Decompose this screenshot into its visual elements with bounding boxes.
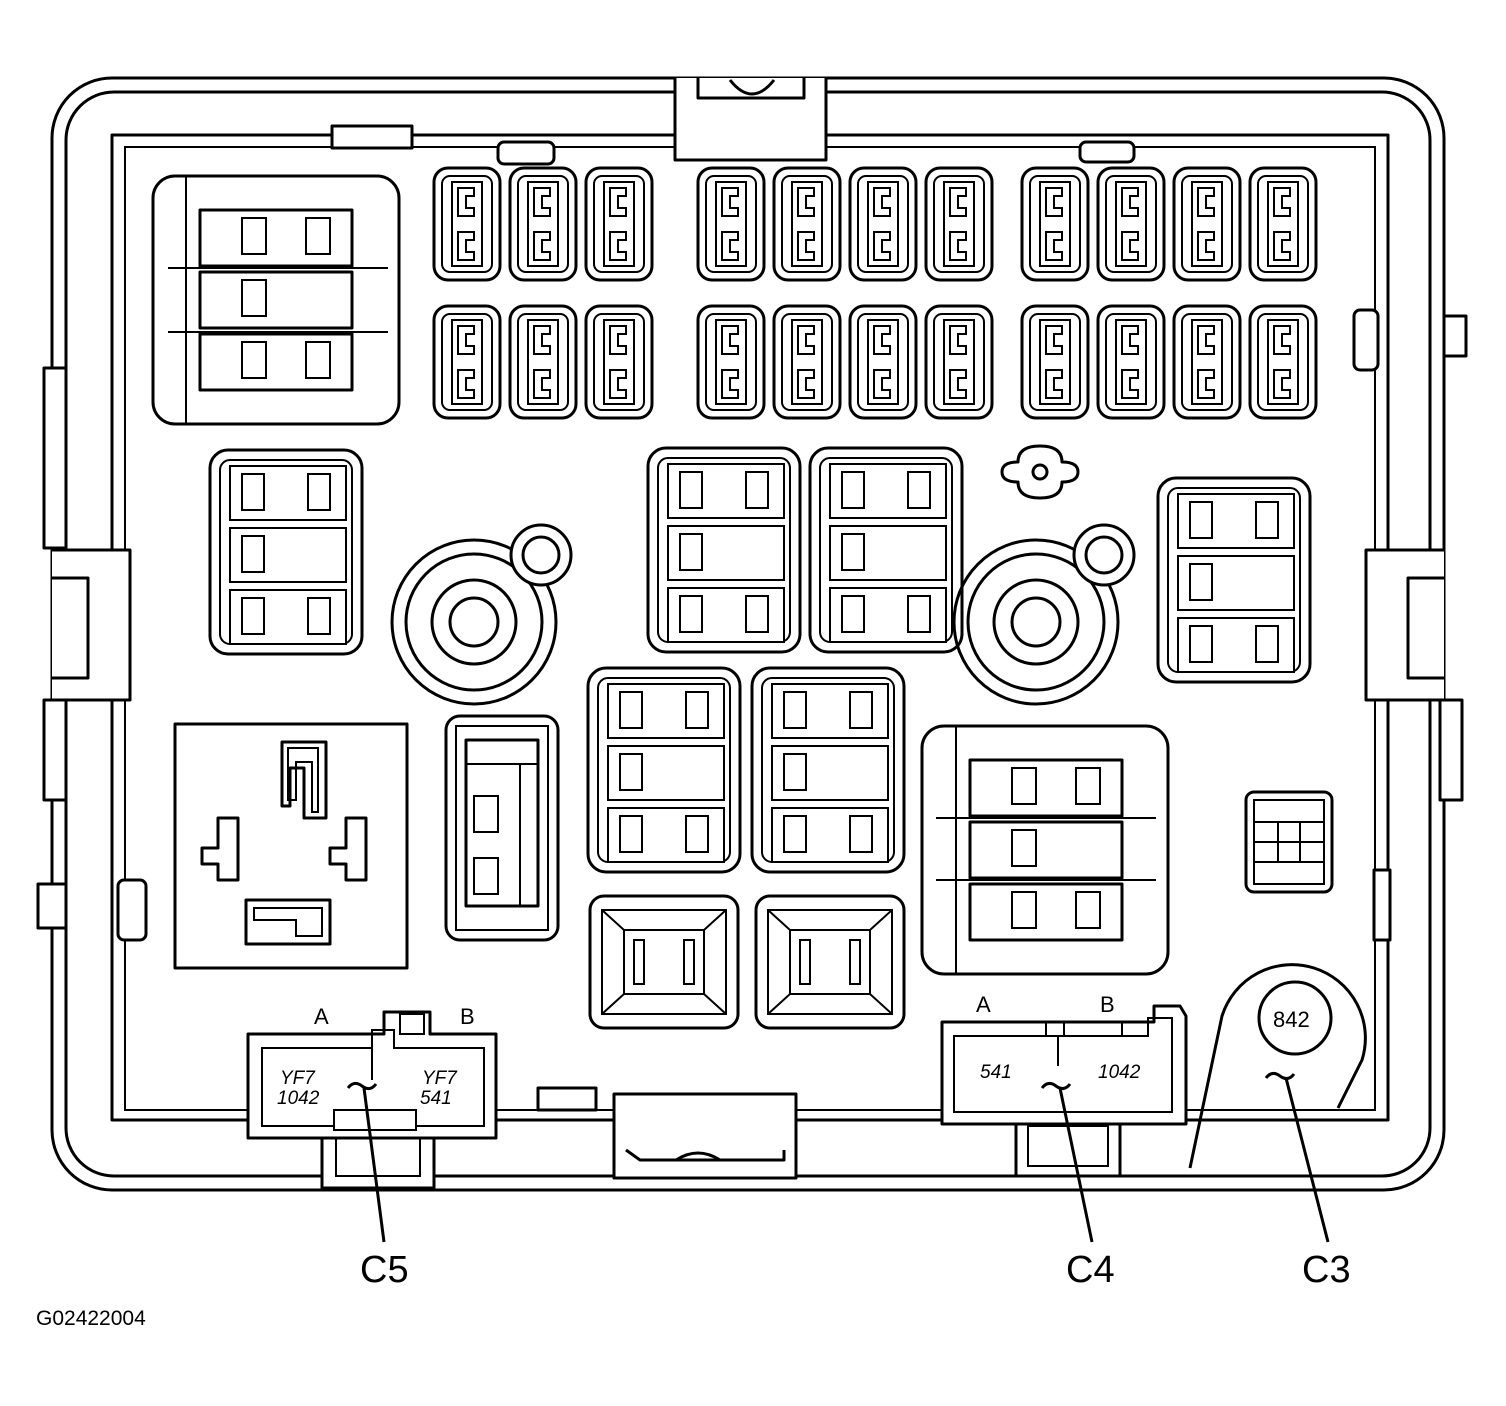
c5-wire-b-circuit: 541 (420, 1088, 452, 1109)
mini-relay-group (208, 446, 1312, 874)
alignment-post (1000, 444, 1080, 500)
connector-c5: A B YF7 1042 YF7 541 C5 (246, 1004, 498, 1291)
mini-fuse (848, 166, 918, 282)
connector-c4: A B 541 1042 C4 (940, 992, 1188, 1291)
c4-callout: C4 (1066, 1249, 1115, 1291)
c4-cavity-b-label: B (1100, 992, 1115, 1017)
square-relay-right (754, 894, 906, 1030)
mini-relay (1156, 476, 1312, 684)
mini-fuse (848, 304, 918, 420)
c5-wire-a-circuit: 1042 (277, 1088, 320, 1109)
mini-fuse (1020, 304, 1090, 420)
mini-fuse (508, 304, 578, 420)
c4-wire-b-circuit: 1042 (1098, 1062, 1141, 1083)
mini-fuse (772, 304, 842, 420)
mini-relay (646, 446, 802, 654)
mini-fuse (584, 304, 654, 420)
housing-outline (36, 76, 1468, 1192)
mini-fuse (696, 304, 766, 420)
connector-c3: 842 C3 (1188, 963, 1367, 1291)
mini-fuse (508, 166, 578, 282)
c4-cavity-a-label: A (976, 992, 991, 1017)
mini-fuse (432, 166, 502, 282)
mini-relay (586, 666, 742, 874)
mini-relay (750, 666, 906, 874)
mini-fuse (1020, 166, 1090, 282)
fuse-holder-vertical (444, 714, 560, 942)
mini-fuse-group (432, 166, 1318, 420)
mini-fuse (924, 166, 994, 282)
mini-fuse (1096, 166, 1166, 282)
c4-wire-a-circuit: 541 (980, 1062, 1012, 1083)
relay-top-left (151, 174, 401, 426)
mini-fuse (432, 304, 502, 420)
square-relay-left (588, 894, 740, 1030)
figure-id: G02422004 (36, 1307, 146, 1330)
c3-circuit-label: 842 (1273, 1007, 1310, 1032)
c3-callout: C3 (1302, 1249, 1351, 1291)
mini-fuse (924, 304, 994, 420)
diode-block (1244, 790, 1334, 894)
c5-cavity-a-label: A (314, 1004, 329, 1029)
mini-fuse (696, 166, 766, 282)
mini-fuse (1248, 166, 1318, 282)
mini-fuse (1248, 304, 1318, 420)
c5-wire-a-code: YF7 (280, 1068, 316, 1089)
relay-socket-large (173, 722, 409, 970)
c5-cavity-b-label: B (460, 1004, 475, 1029)
mini-fuse (584, 166, 654, 282)
mini-relay (808, 446, 964, 654)
bolt-stud-left (390, 523, 573, 706)
mini-fuse (1172, 166, 1242, 282)
bolt-stud-right (952, 523, 1136, 706)
relay-bottom-right (920, 724, 1170, 976)
mini-relay (208, 448, 364, 656)
c5-callout: C5 (360, 1249, 409, 1291)
mini-fuse (1172, 304, 1242, 420)
c5-wire-b-code: YF7 (422, 1068, 458, 1089)
mini-fuse (772, 166, 842, 282)
mini-fuse (1096, 304, 1166, 420)
